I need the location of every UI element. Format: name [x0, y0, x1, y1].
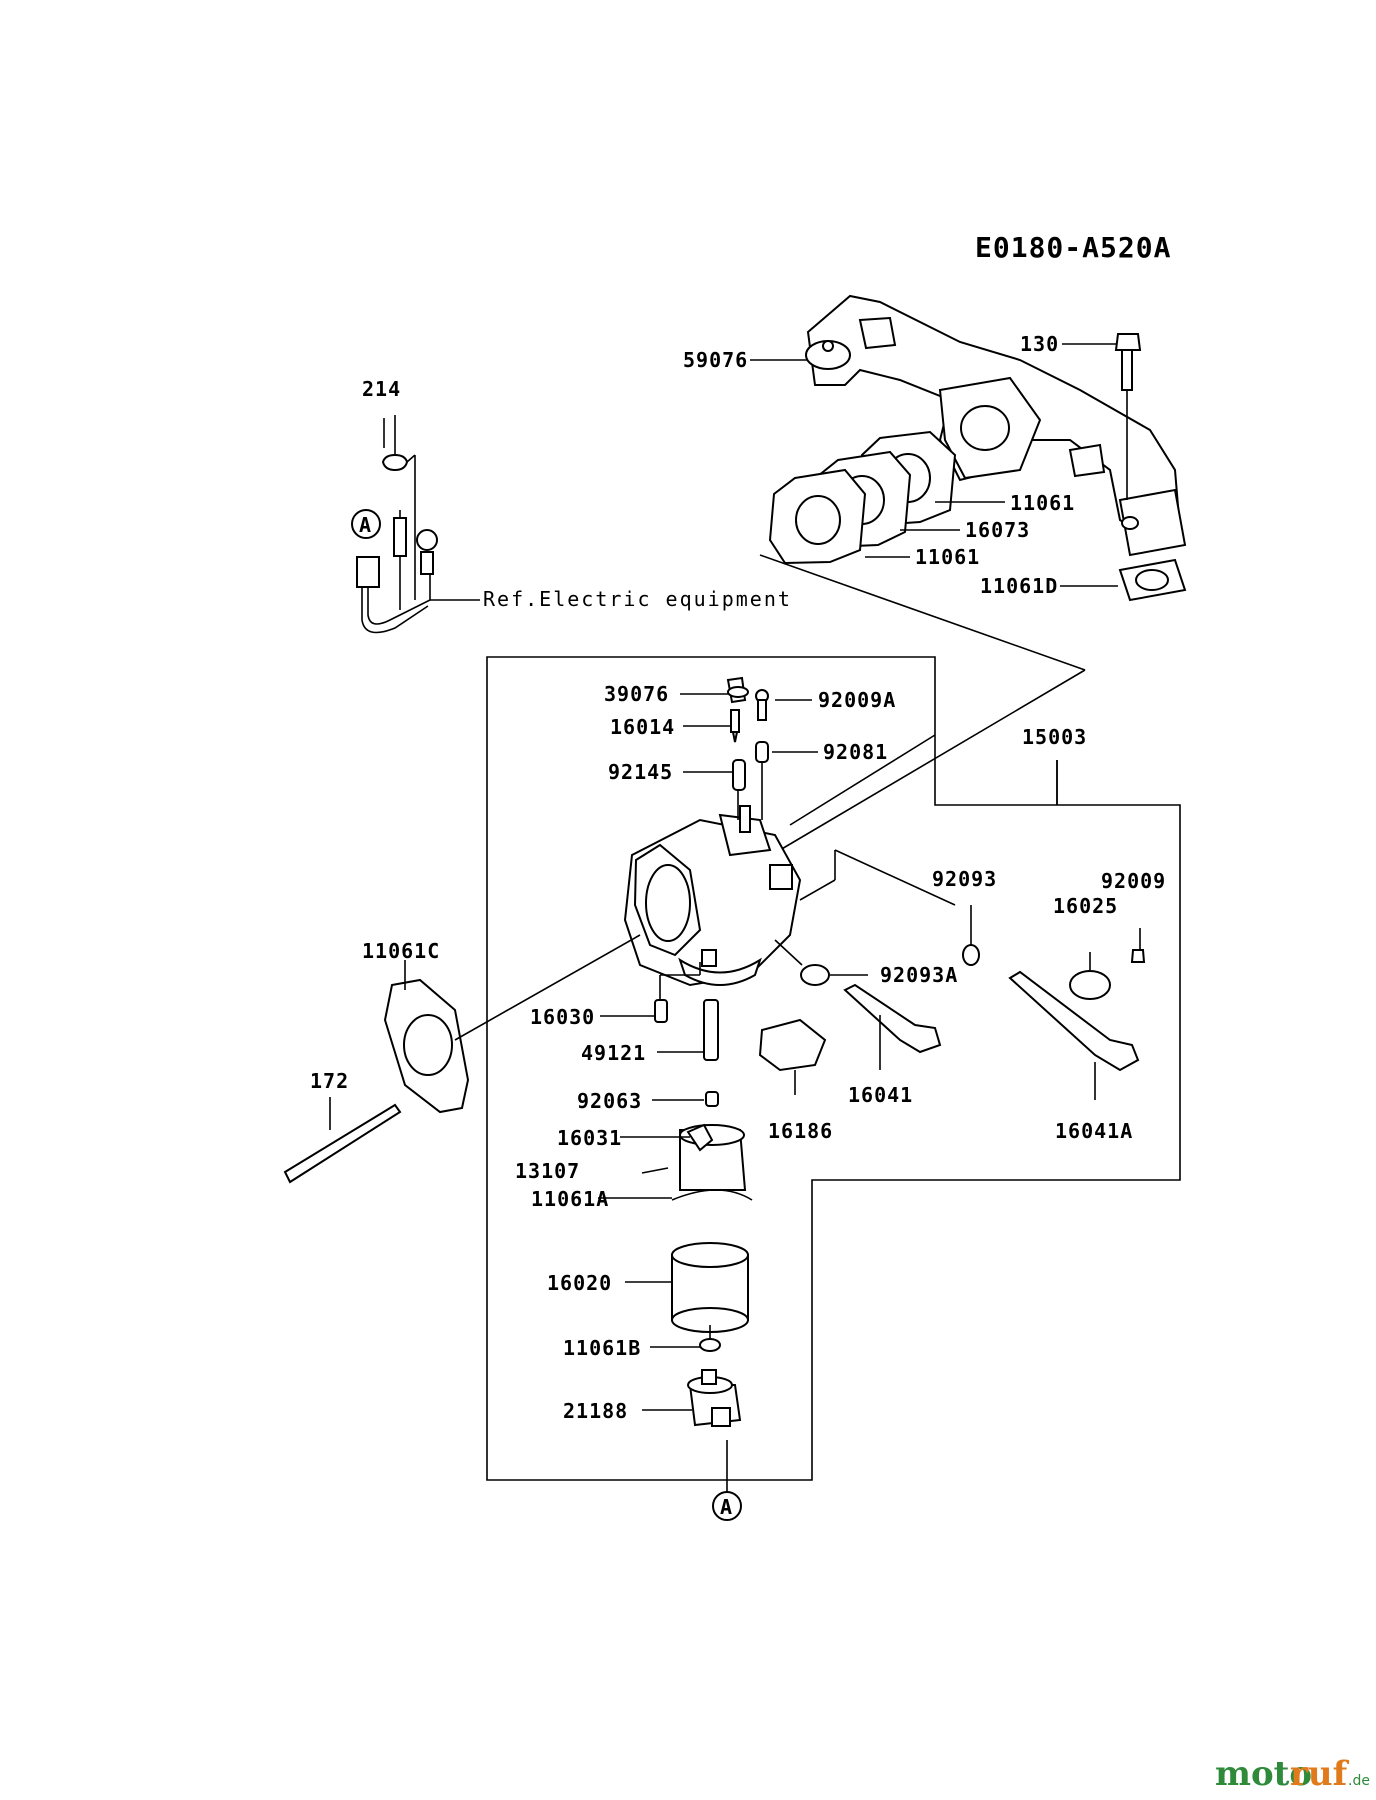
watermark-part1: moto	[1215, 1754, 1312, 1794]
gasket-11061C-drawing	[383, 978, 470, 1114]
label-92093A: 92093A	[880, 963, 958, 987]
label-11061C: 11061C	[362, 939, 440, 963]
connector-a-top	[351, 509, 381, 539]
carburetor-body-drawing	[623, 805, 802, 987]
watermark-logo: moto ruf .de	[1215, 1754, 1370, 1794]
label-92009: 92009	[1101, 869, 1166, 893]
label-130: 130	[1020, 332, 1059, 356]
leader-lines-top	[750, 343, 1118, 851]
label-15003: 15003	[1022, 725, 1087, 749]
leader-lines-left	[383, 418, 818, 1411]
throttle-shaft-drawing	[758, 905, 972, 1095]
diagram-code: E0180-A520A	[975, 231, 1171, 264]
lower-stack-drawing	[641, 962, 753, 1495]
label-16030: 16030	[530, 1005, 595, 1029]
label-16041: 16041	[848, 1083, 913, 1107]
assembly-boundary	[486, 656, 1181, 1481]
wiring-harness-drawing	[356, 415, 480, 634]
label-11061B: 11061B	[563, 1336, 641, 1360]
label-16186: 16186	[768, 1119, 833, 1143]
label-11061A: 11061A	[531, 1187, 609, 1211]
part-labels: 59076 130 214 11061 16073 11061 11061D R…	[310, 332, 1166, 1423]
ref-electric-equipment: Ref.Electric equipment	[483, 587, 792, 611]
label-13107: 13107	[515, 1159, 580, 1183]
label-214: 214	[362, 377, 401, 401]
label-11061D: 11061D	[980, 574, 1058, 598]
label-16031: 16031	[557, 1126, 622, 1150]
label-16020: 16020	[547, 1271, 612, 1295]
label-16041A: 16041A	[1055, 1119, 1133, 1143]
label-16025: 16025	[1053, 894, 1118, 918]
connector-a-top-label: A	[359, 513, 372, 537]
label-11061-upper: 11061	[1010, 491, 1075, 515]
label-21188: 21188	[563, 1399, 628, 1423]
bolt-130-drawing	[1114, 333, 1142, 500]
intake-manifold-drawing	[805, 294, 1187, 557]
stud-172-drawing	[283, 1103, 402, 1184]
label-92009A: 92009A	[818, 688, 896, 712]
choke-shaft-drawing	[962, 928, 1146, 1100]
upper-small-parts-drawing	[726, 676, 769, 820]
label-11061-lower: 11061	[915, 545, 980, 569]
label-172: 172	[310, 1069, 349, 1093]
gaskets-drawing	[768, 430, 957, 565]
label-39076: 39076	[604, 682, 669, 706]
label-92081: 92081	[823, 740, 888, 764]
label-92145: 92145	[608, 760, 673, 784]
label-92093: 92093	[932, 867, 997, 891]
label-16014: 16014	[610, 715, 675, 739]
connector-a-bottom-label: A	[720, 1495, 733, 1519]
watermark-part2: ruf	[1290, 1754, 1350, 1794]
label-49121: 49121	[581, 1041, 646, 1065]
connector-a-bottom	[712, 1491, 742, 1521]
gasket-11061D-drawing	[1118, 558, 1187, 602]
label-16073: 16073	[965, 518, 1030, 542]
label-92063: 92063	[577, 1089, 642, 1113]
label-59076: 59076	[683, 348, 748, 372]
watermark-suffix: .de	[1348, 1773, 1370, 1789]
